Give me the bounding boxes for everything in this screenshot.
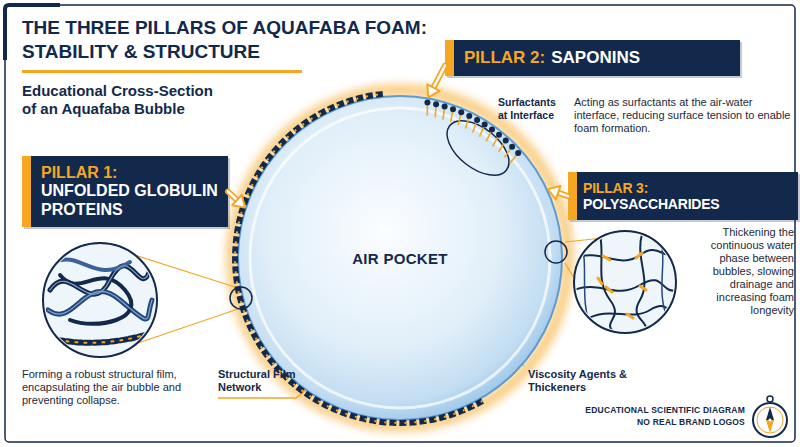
saponin-tail <box>466 116 470 129</box>
callout-label: Surfactants at Interface <box>498 96 566 121</box>
arrow-shaft-outline <box>228 192 238 202</box>
pointer-arrow <box>228 192 245 208</box>
pillar-number: PILLAR 3: <box>583 180 648 196</box>
pillar-number: PILLAR 1: <box>41 164 220 182</box>
saponin-head <box>515 150 521 156</box>
zoom-line <box>565 263 603 326</box>
saponin-head <box>433 101 439 107</box>
saponin-tail <box>493 135 499 147</box>
saponin-tail <box>504 147 512 158</box>
saponin-head <box>466 113 472 119</box>
arrow-shaft <box>556 192 568 196</box>
saponin-head <box>509 144 515 150</box>
zoom-circle <box>43 243 157 357</box>
saponin-head <box>458 109 464 115</box>
arrow-head <box>427 84 439 97</box>
saponin-head <box>503 138 509 144</box>
protein-tangle <box>40 259 160 342</box>
pillar-name: UNFOLDED GLOBULIN PROTEINS <box>41 182 220 219</box>
saponin-tail <box>451 109 453 122</box>
title-underline <box>22 70 302 73</box>
saponin-zoom-ellipse <box>437 110 518 186</box>
saponin-head <box>482 122 488 128</box>
saponin-head <box>424 99 430 105</box>
footer-note: EDUCATIONAL SCIENTIFIC DIAGRAM <box>560 405 745 416</box>
arrow-shaft <box>228 192 238 202</box>
pillar-banner: PILLAR 1:UNFOLDED GLOBULIN PROTEINS <box>22 156 228 227</box>
saponin-tail <box>499 141 506 152</box>
polysaccharide-network <box>574 234 678 334</box>
arrow-shaft <box>432 66 445 90</box>
saponin-tail <box>510 153 518 163</box>
arrow-shaft-outline <box>432 66 445 90</box>
callout-label: Structural Film Network <box>218 368 310 394</box>
pillar-banner: PILLAR 3:POLYSACCHARIDES <box>568 172 798 220</box>
zoom-line <box>100 244 238 288</box>
saponin-tail <box>480 125 485 137</box>
zoom-marker <box>545 241 567 263</box>
saponin-tail <box>427 102 429 115</box>
subtitle: Educational Cross-Section of an Aquafaba… <box>22 82 222 118</box>
zoom-marker <box>230 287 252 309</box>
zoom-circle <box>574 231 676 333</box>
saponin-tail <box>486 130 492 142</box>
diagram-title: THE THREE PILLARS OF AQUAFABA FOAM: STAB… <box>22 16 442 64</box>
arrow-shaft-outline <box>556 192 568 196</box>
saponin-head <box>489 127 495 133</box>
saponin-tail <box>473 120 477 132</box>
frame <box>5 5 795 442</box>
zoom-line <box>565 238 603 242</box>
saponin-head <box>474 117 480 123</box>
saponin-tail <box>434 104 436 117</box>
arrow-head <box>548 186 561 199</box>
saponin-head <box>450 106 456 112</box>
pillar-name: POLYSACCHARIDES <box>583 196 720 212</box>
bubble-highlight <box>250 108 550 408</box>
bubble-label: AIR POCKET <box>352 250 448 267</box>
description-text: Forming a robust structural film, encaps… <box>22 368 210 407</box>
description-text: Acting as surfactants at the air-water i… <box>574 96 792 135</box>
pillar-number: PILLAR 2: <box>464 48 545 68</box>
pointer-arrow <box>548 186 568 199</box>
compass-icon <box>753 396 787 437</box>
saponin-tail <box>458 112 461 125</box>
callout-label: Viscosity Agents & Thickeners <box>528 368 658 394</box>
zoom-line <box>100 309 238 356</box>
saponin-tail <box>443 106 445 119</box>
pillar-banner: PILLAR 2: SAPONINS <box>445 40 740 76</box>
saponin-head <box>442 103 448 109</box>
pillar-name: SAPONINS <box>551 48 640 68</box>
description-text: Thickening the continuous water phase be… <box>684 226 794 317</box>
pointer-arrow <box>427 66 445 98</box>
saponin-head <box>496 132 502 138</box>
arrow-head <box>232 195 245 208</box>
footer-note: NO REAL BRAND LOGOS <box>560 417 745 428</box>
